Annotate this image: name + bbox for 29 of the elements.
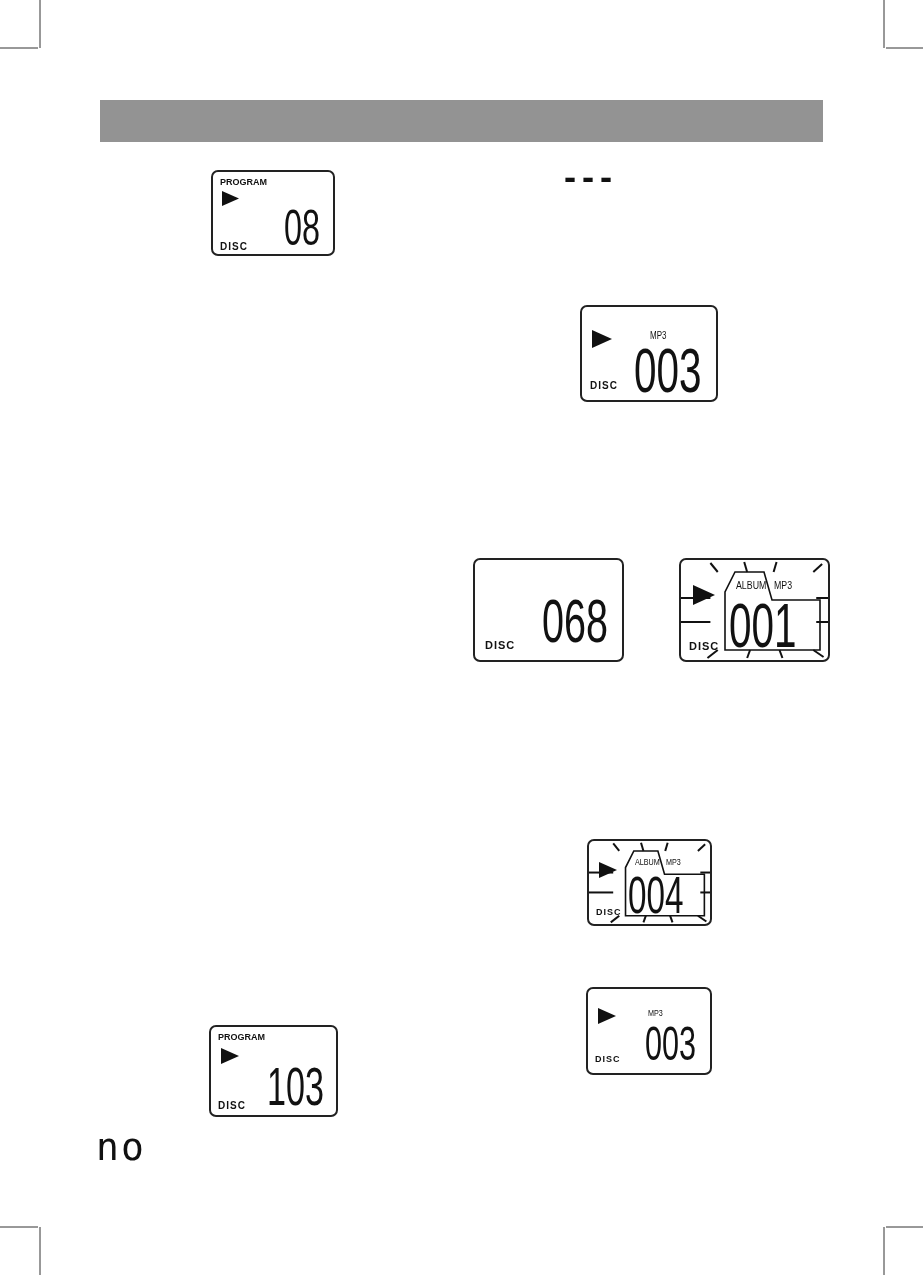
digit-readout: 001: [728, 602, 796, 647]
lcd-display: [209, 1025, 338, 1117]
lcd-display: [473, 558, 624, 662]
digit-readout: 08: [284, 209, 320, 245]
digit-readout: 004: [627, 876, 683, 913]
digit-readout: 103: [267, 1067, 324, 1105]
format-indicator: MP3: [648, 1009, 663, 1018]
disc-indicator: DISC: [220, 242, 248, 252]
disc-indicator: DISC: [596, 908, 622, 917]
album-indicator: ALBUM: [635, 858, 660, 867]
lcd-display: [211, 170, 335, 256]
disc-indicator: DISC: [485, 640, 516, 651]
mode-indicator: PROGRAM: [220, 178, 267, 187]
digit-readout: 003: [633, 347, 701, 392]
digit-readout: 003: [645, 1026, 696, 1060]
album-indicator: ALBUM: [736, 580, 767, 591]
lcd-display: [580, 305, 718, 402]
mode-indicator: PROGRAM: [218, 1033, 265, 1042]
lcd-display: [586, 987, 712, 1075]
disc-indicator: DISC: [590, 381, 618, 391]
digit-readout: 068: [542, 598, 608, 642]
disc-indicator: DISC: [595, 1055, 621, 1064]
segment-text: no: [96, 1128, 146, 1166]
format-indicator: MP3: [666, 858, 681, 867]
disc-indicator: DISC: [218, 1101, 246, 1111]
disc-indicator: DISC: [689, 641, 720, 652]
dash-readout: ---: [561, 164, 616, 194]
format-indicator: MP3: [774, 580, 793, 591]
format-indicator: MP3: [650, 331, 667, 341]
